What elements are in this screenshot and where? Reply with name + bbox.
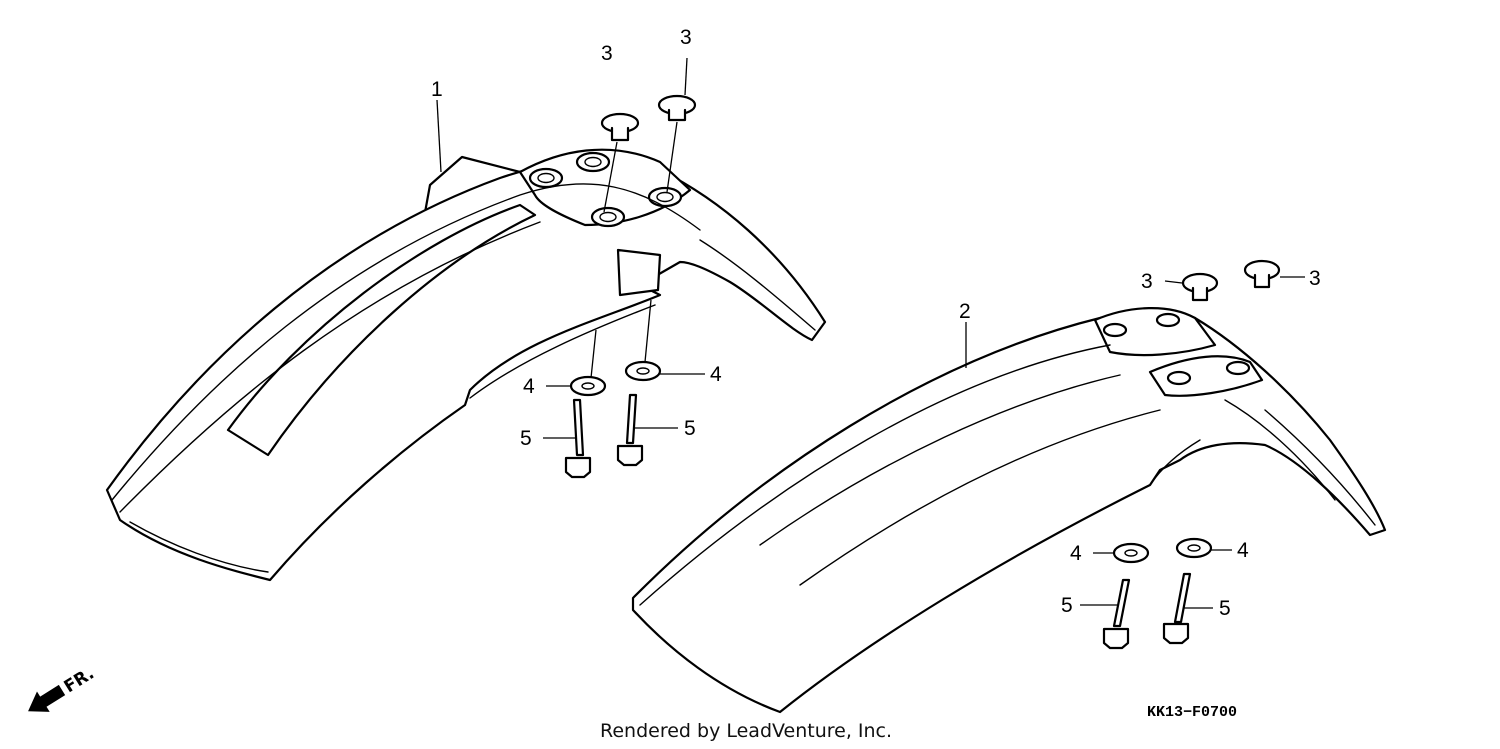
callout-3-d: 3 <box>1309 267 1321 290</box>
callout-4-a: 4 <box>523 375 535 398</box>
callout-4-b: 4 <box>710 363 722 386</box>
callout-4-c: 4 <box>1070 542 1082 565</box>
callout-5-b: 5 <box>684 417 696 440</box>
bolt-part-5-d <box>1162 572 1213 645</box>
washer-part-4-c <box>1093 542 1150 564</box>
washer-part-4-b <box>624 299 705 382</box>
front-fender-part-1 <box>105 148 827 582</box>
front-direction-label: FR. <box>61 664 98 698</box>
front-fender-part-2 <box>631 307 1387 714</box>
grommet-part-3-c <box>1164 272 1219 302</box>
callout-5-a: 5 <box>520 427 532 450</box>
callout-3-b: 3 <box>680 26 692 49</box>
front-direction-arrow-icon <box>28 684 66 712</box>
diagram-code: KK13−F0700 <box>1147 704 1237 721</box>
callout-5-d: 5 <box>1219 597 1231 620</box>
washer-part-4-a <box>546 329 607 397</box>
grommet-part-3-d <box>1243 259 1305 289</box>
bolt-part-5-c <box>1080 578 1131 650</box>
bolt-part-5-a <box>543 398 592 479</box>
callout-3-c: 3 <box>1141 270 1153 293</box>
grommet-part-3-a <box>600 112 640 213</box>
grommet-part-3-b <box>657 57 697 193</box>
front-direction-indicator: FR. <box>28 664 98 712</box>
callout-3-a: 3 <box>601 42 613 65</box>
callout-1: 1 <box>431 78 443 101</box>
callout-5-c: 5 <box>1061 594 1073 617</box>
bolt-part-5-b <box>616 393 678 467</box>
callout-2: 2 <box>959 300 971 323</box>
washer-part-4-d <box>1175 537 1232 559</box>
callout-4-d: 4 <box>1237 539 1249 562</box>
credit-text: Rendered by LeadVenture, Inc. <box>600 720 892 742</box>
